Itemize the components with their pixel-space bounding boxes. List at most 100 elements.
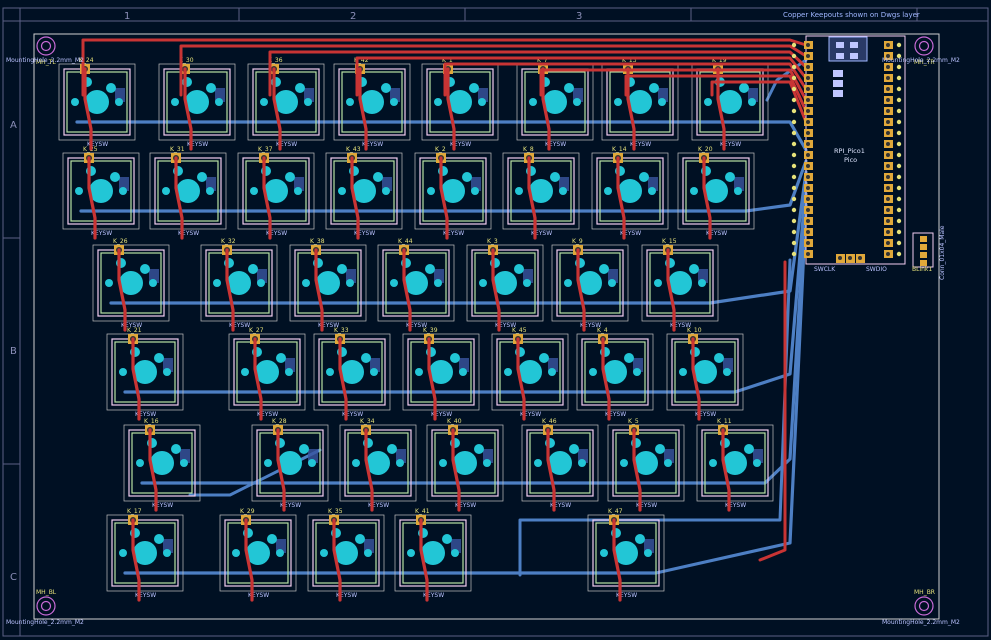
switch-side-hole	[753, 459, 761, 467]
column-trace	[716, 67, 726, 151]
switch-silk-back	[166, 71, 228, 133]
column-trace	[364, 428, 374, 512]
switch-ref: K_44	[398, 238, 413, 245]
pin-drill	[806, 43, 810, 47]
switch-silk-back	[584, 341, 646, 403]
switch-silk-back	[529, 432, 591, 494]
switch-center-hole	[578, 271, 602, 295]
column-trace	[527, 156, 537, 240]
pin-label-dot	[791, 240, 797, 246]
switch-value: KEYSW	[354, 230, 375, 237]
switch-smd-diode	[753, 449, 763, 463]
column-trace	[491, 248, 501, 332]
switch-side-hole	[304, 98, 312, 106]
pico-footprint[interactable]	[791, 35, 906, 265]
switch-silk-back	[674, 341, 736, 403]
connector-pin	[920, 252, 927, 258]
switch-center-hole	[366, 451, 390, 475]
switch-side-hole	[250, 187, 258, 195]
switch-courtyard	[426, 424, 504, 502]
switch-pin-2	[599, 264, 609, 274]
switch-silk-back	[341, 71, 403, 133]
switch-courtyard	[92, 244, 170, 322]
mounting-hole-drill	[918, 40, 930, 52]
mh-tl-ref: MH_TL	[36, 59, 56, 66]
pin-label-dot	[791, 130, 797, 136]
switch-center-hole	[227, 271, 251, 295]
usb-pad	[850, 53, 858, 59]
switch-center-hole	[453, 451, 477, 475]
switch-ref: K_24	[79, 57, 94, 64]
pin-drill	[806, 98, 810, 102]
switch-pin-2	[639, 172, 649, 182]
switch-courtyard	[237, 152, 315, 230]
switch-value: KEYSW	[342, 411, 363, 418]
switch-value: KEYSW	[276, 141, 297, 148]
switch-courtyard	[666, 333, 744, 411]
row-label: C	[10, 572, 17, 583]
pin-drill	[886, 43, 890, 47]
switch-pin-2	[337, 264, 347, 274]
switch-ref: K_32	[221, 238, 236, 245]
switch-center-hole	[693, 360, 717, 384]
switch-value: KEYSW	[178, 230, 199, 237]
pico-swdio-label: SWDIO	[866, 266, 887, 273]
switch-ref: K_4	[597, 327, 608, 334]
switch-value: KEYSW	[605, 411, 626, 418]
switch-silk-front	[242, 157, 310, 225]
switch-silk-back	[609, 71, 671, 133]
switch-center-hole	[89, 179, 113, 203]
switch-smd-diode	[664, 449, 674, 463]
switch-side-hole	[294, 187, 302, 195]
switch-silk-back	[595, 522, 657, 584]
switch-pin-2	[462, 172, 472, 182]
switch-courtyard	[591, 152, 669, 230]
switch-silk-back	[100, 252, 162, 314]
switch-smd-diode	[149, 269, 159, 283]
switch-smd-diode	[346, 269, 356, 283]
switch-value: KEYSW	[248, 592, 269, 599]
switch-side-hole	[654, 279, 662, 287]
pin-drill	[886, 131, 890, 135]
switch-smd-diode	[163, 358, 173, 372]
row-return-trace	[123, 203, 808, 575]
switch-center-hole	[264, 179, 288, 203]
pin-label-dot	[791, 196, 797, 202]
switch-side-hole	[748, 98, 756, 106]
switch-smd-diode	[304, 88, 314, 102]
pico-usb-connector	[828, 36, 868, 62]
switch-value: KEYSW	[431, 411, 452, 418]
switch-silk-back	[599, 160, 661, 222]
column-trace	[446, 67, 456, 151]
switch-value: KEYSW	[670, 322, 691, 329]
switch-smd-diode	[257, 269, 267, 283]
switch-ref: K_29	[240, 508, 255, 515]
blink-connector[interactable]	[912, 232, 934, 268]
switch-pin-2	[689, 264, 699, 274]
switch-ref: K_47	[608, 508, 623, 515]
switch-ref: K_30	[179, 57, 194, 64]
switch-side-hole	[504, 368, 512, 376]
switch-silk-back	[157, 160, 219, 222]
switch-silk-front	[399, 519, 467, 587]
switch-silk-front	[526, 429, 594, 497]
switch-ref: K_39	[423, 327, 438, 334]
switch-silk-front	[426, 68, 494, 136]
switch-side-hole	[633, 368, 641, 376]
switch-ref: K_31	[170, 146, 185, 153]
